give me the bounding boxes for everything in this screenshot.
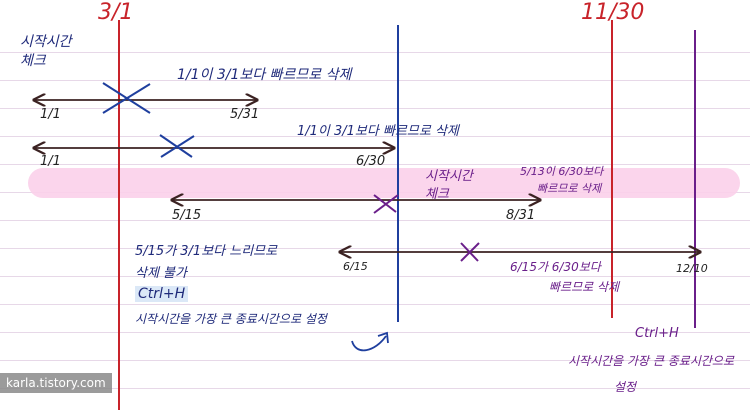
- ruled-line: [0, 108, 750, 109]
- highlight-band: [28, 168, 740, 198]
- r3-end-label: 8/31: [506, 208, 536, 223]
- ctrl-h-label-right: Ctrl+H: [635, 326, 679, 341]
- bottom-right-note-2: 설정: [614, 380, 637, 394]
- r3-right-note-line2: 빠르므로 삭제: [537, 182, 602, 195]
- r4-start-label: 6/15: [343, 260, 368, 273]
- r2-note: 1/1이 3/1보다 빠르므로 삭제: [297, 124, 459, 139]
- bottom-right-note-1: 시작시간을 가장 큰 종료시간으로: [568, 354, 735, 368]
- mid-note-line2: 체크: [425, 187, 449, 202]
- ruled-line: [0, 164, 750, 165]
- ruled-line: [0, 332, 750, 333]
- mid-note-line1: 시작시간: [425, 169, 473, 184]
- r3-right-note-line1: 5/13이 6/30보다: [520, 165, 604, 178]
- header-right-date: 11/30: [581, 0, 645, 25]
- r1-end-label: 5/31: [230, 107, 260, 122]
- r2-end-label: 6/30: [356, 154, 386, 169]
- curved-arrow: [351, 335, 387, 352]
- r3-lower-note-1: 5/15가 3/1보다 느리므로: [135, 244, 278, 259]
- curved-arrow-head: [377, 331, 389, 344]
- title-note-line1: 시작시간: [20, 34, 72, 50]
- r3-lower-note-2: 삭제 불가: [135, 266, 187, 281]
- ruled-line: [0, 388, 750, 389]
- ruled-line: [0, 360, 750, 361]
- r4-note-line1: 6/15가 6/30보다: [510, 260, 601, 274]
- ruled-line: [0, 220, 750, 221]
- ruled-line: [0, 276, 750, 277]
- ruled-line: [0, 136, 750, 137]
- x-mark-r1: [102, 82, 151, 114]
- ruled-line: [0, 80, 750, 81]
- r1-note: 1/1이 3/1보다 빠르므로 삭제: [177, 67, 352, 83]
- r4-note-line2: 빠르므로 삭제: [549, 280, 620, 294]
- x-mark-r2: [159, 134, 195, 158]
- watermark: karla.tistory.com: [0, 373, 112, 393]
- ruled-line: [0, 52, 750, 53]
- x-mark-r4: [460, 242, 480, 262]
- r4-end-label: 12/10: [676, 262, 708, 275]
- x-mark-r3: [373, 194, 399, 214]
- title-note-line2: 체크: [20, 53, 46, 69]
- r3-start-label: 5/15: [172, 208, 202, 223]
- r2-start-label: 1/1: [40, 154, 61, 169]
- header-left-date: 3/1: [98, 0, 134, 25]
- ruled-line: [0, 304, 750, 305]
- r1-start-label: 1/1: [40, 107, 61, 122]
- ctrl-h-label-left: Ctrl+H: [135, 286, 189, 302]
- r3-lower-note-4: 시작시간을 가장 큰 종료시간으로 설정: [135, 312, 327, 326]
